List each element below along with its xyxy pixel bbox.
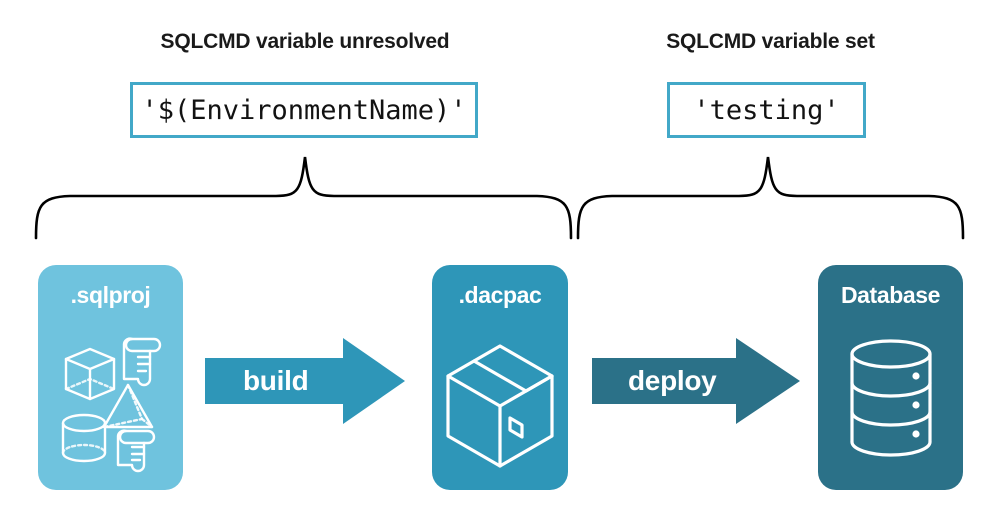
arrow-deploy-label: deploy	[628, 365, 717, 396]
stage-label-dacpac: .dacpac	[458, 282, 542, 308]
stage-box-dacpac: .dacpac	[432, 265, 568, 490]
script-scroll-icon	[122, 337, 161, 387]
arrow-build-shape	[205, 338, 405, 424]
code-box-environment-name: '$(EnvironmentName)'	[130, 82, 478, 138]
brace-left	[34, 156, 573, 240]
heading-sqlcmd-variable-set: SQLCMD variable set	[666, 30, 875, 53]
heading-sqlcmd-variable-unresolved: SQLCMD variable unresolved	[160, 30, 450, 53]
pyramid-icon	[102, 383, 153, 429]
arrow-build: build	[205, 338, 405, 424]
stage-label-sqlproj: .sqlproj	[70, 282, 151, 308]
arrow-deploy-shape	[592, 338, 800, 424]
cylinder-icon	[61, 413, 106, 463]
stage-label-database: Database	[840, 282, 941, 308]
stage-box-sqlproj: .sqlproj	[38, 265, 183, 490]
brace-right	[576, 156, 965, 240]
database-cylinder-icon	[818, 317, 963, 487]
package-box-icon	[432, 317, 568, 487]
code-box-testing: 'testing'	[667, 82, 866, 138]
arrow-build-label: build	[243, 365, 309, 396]
stage-box-database: Database	[818, 265, 963, 490]
cube-icon	[64, 347, 115, 401]
script-scroll-icon	[116, 429, 155, 473]
arrow-deploy: deploy	[592, 338, 800, 424]
sql-project-assets-icon	[38, 317, 183, 487]
